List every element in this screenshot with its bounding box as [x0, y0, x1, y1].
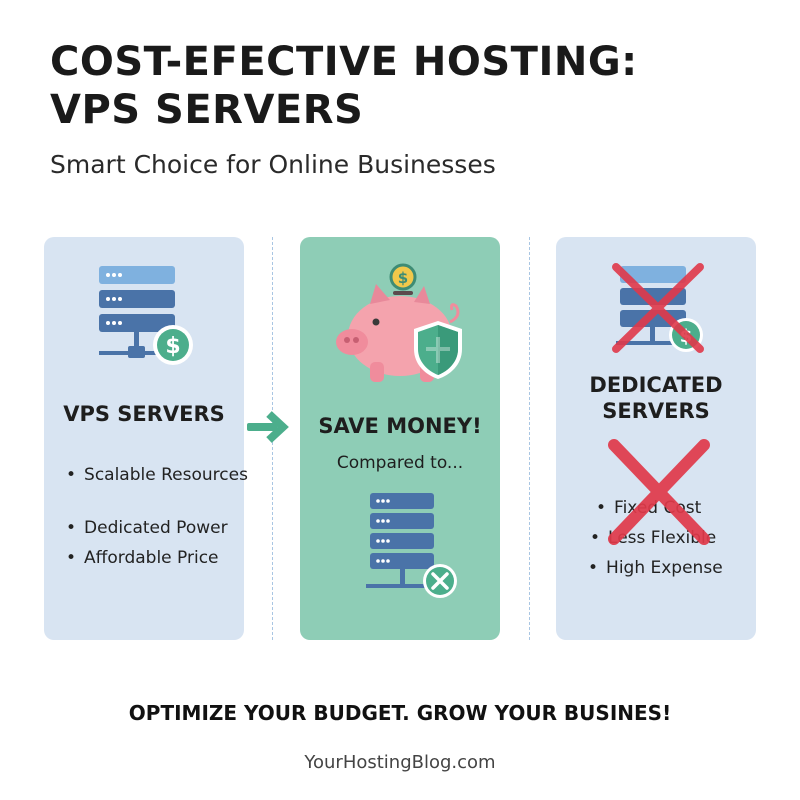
vps-heading: VPS SERVERS: [63, 402, 225, 426]
list-item: High Expense: [588, 558, 723, 578]
list-item: Dedicated Power: [66, 518, 228, 538]
list-item: Scalable Resources: [66, 465, 248, 485]
page-title: COST-EFECTIVE HOSTING: VPS SERVERS: [50, 38, 638, 134]
server-rack-x-icon: [366, 493, 457, 598]
dedicated-heading: DEDICATED SERVERS: [556, 372, 756, 424]
arrow-right-icon: [247, 411, 289, 443]
svg-text:$: $: [398, 269, 408, 287]
save-money-heading: SAVE MONEY!: [318, 414, 482, 438]
page-subtitle: Smart Choice for Online Businesses: [50, 150, 496, 179]
shield-icon: [414, 321, 462, 379]
server-rack-dollar-icon: $: [99, 266, 193, 365]
red-cross-icon: [608, 439, 710, 545]
dedicated-heading-line-1: DEDICATED: [589, 373, 723, 397]
site-url: YourHostingBlog.com: [304, 752, 496, 773]
list-item: Affordable Price: [66, 548, 219, 568]
svg-text:$: $: [165, 334, 180, 359]
footer-tagline: OPTIMIZE YOUR BUDGET. GROW YOUR BUSINES!: [128, 701, 672, 725]
list-item: Less Flexible: [590, 528, 716, 548]
title-line-1: COST-EFECTIVE HOSTING:: [50, 39, 638, 85]
coin-dollar-icon: $: [389, 263, 417, 295]
server-rack-crossed-icon: $: [612, 263, 704, 353]
dedicated-card: $ DEDICATED SERVERS Fixed Cost Less Flex…: [556, 237, 756, 640]
title-line-2: VPS SERVERS: [50, 87, 364, 133]
save-money-card: $ SAVE MONEY! Compared to...: [300, 237, 500, 640]
dedicated-heading-line-2: SERVERS: [602, 399, 710, 423]
vps-card: $ VPS SERVERS Scalable Resources Dedicat…: [44, 237, 248, 640]
compared-to-caption: Compared to...: [336, 453, 464, 473]
divider-right: [529, 237, 530, 640]
